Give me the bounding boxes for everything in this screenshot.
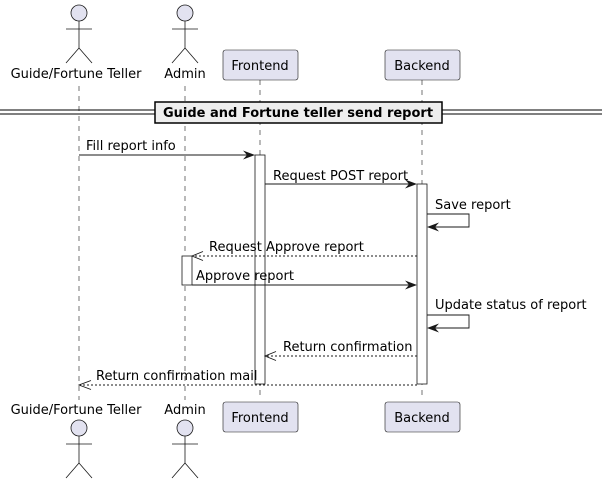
message-label: Request Approve report: [209, 240, 364, 255]
message-return-confirmation-mail: Return confirmation mail: [77, 369, 417, 390]
message-label: Return confirmation: [283, 340, 412, 355]
activation-backend: [416, 183, 428, 385]
message-label: Return confirmation mail: [96, 369, 257, 384]
actor-head-icon: [70, 4, 88, 22]
message-fill-report-info: Fill report info: [79, 139, 255, 160]
participant-backend-label-bottom: Backend: [394, 411, 450, 426]
actor-head-icon: [176, 4, 194, 22]
message-label: Save report: [435, 198, 511, 213]
actor-admin-bottom: Admin: [164, 403, 206, 479]
actor-admin-top: Admin: [164, 4, 206, 82]
message-return-confirmation: Return confirmation: [263, 340, 417, 361]
message-update-status: Update status of report: [427, 298, 587, 333]
message-request-approve-report: Request Approve report: [190, 240, 417, 261]
activation-admin: [181, 255, 193, 286]
participant-admin-label-bottom: Admin: [164, 403, 205, 418]
participant-frontend-label-top: Frontend: [231, 59, 288, 74]
activation-frontend: [254, 154, 266, 385]
actor-guide-bottom: Guide/Fortune Teller: [11, 403, 143, 479]
participant-frontend-bottom: Frontend: [222, 401, 299, 433]
actor-head-icon: [176, 419, 194, 437]
participant-admin-label-top: Admin: [164, 67, 205, 82]
participant-guide-label-top: Guide/Fortune Teller: [11, 67, 143, 82]
actor-guide-top: Guide/Fortune Teller: [11, 4, 143, 82]
message-approve-report: Approve report: [192, 269, 417, 290]
divider-title: Guide and Fortune teller send report: [163, 106, 433, 121]
participant-backend-label-top: Backend: [394, 59, 450, 74]
participant-guide-label-bottom: Guide/Fortune Teller: [11, 403, 143, 418]
divider: Guide and Fortune teller send report: [0, 101, 602, 124]
message-request-post-report: Request POST report: [265, 169, 417, 189]
message-label: Update status of report: [435, 298, 587, 313]
message-label: Approve report: [196, 269, 294, 284]
message-label: Request POST report: [273, 169, 408, 184]
participant-backend-top: Backend: [384, 49, 461, 81]
message-save-report: Save report: [427, 198, 511, 232]
participant-backend-bottom: Backend: [384, 401, 461, 433]
message-label: Fill report info: [86, 139, 176, 154]
actor-head-icon: [70, 419, 88, 437]
participant-frontend-label-bottom: Frontend: [231, 411, 288, 426]
participant-frontend-top: Frontend: [222, 49, 299, 81]
